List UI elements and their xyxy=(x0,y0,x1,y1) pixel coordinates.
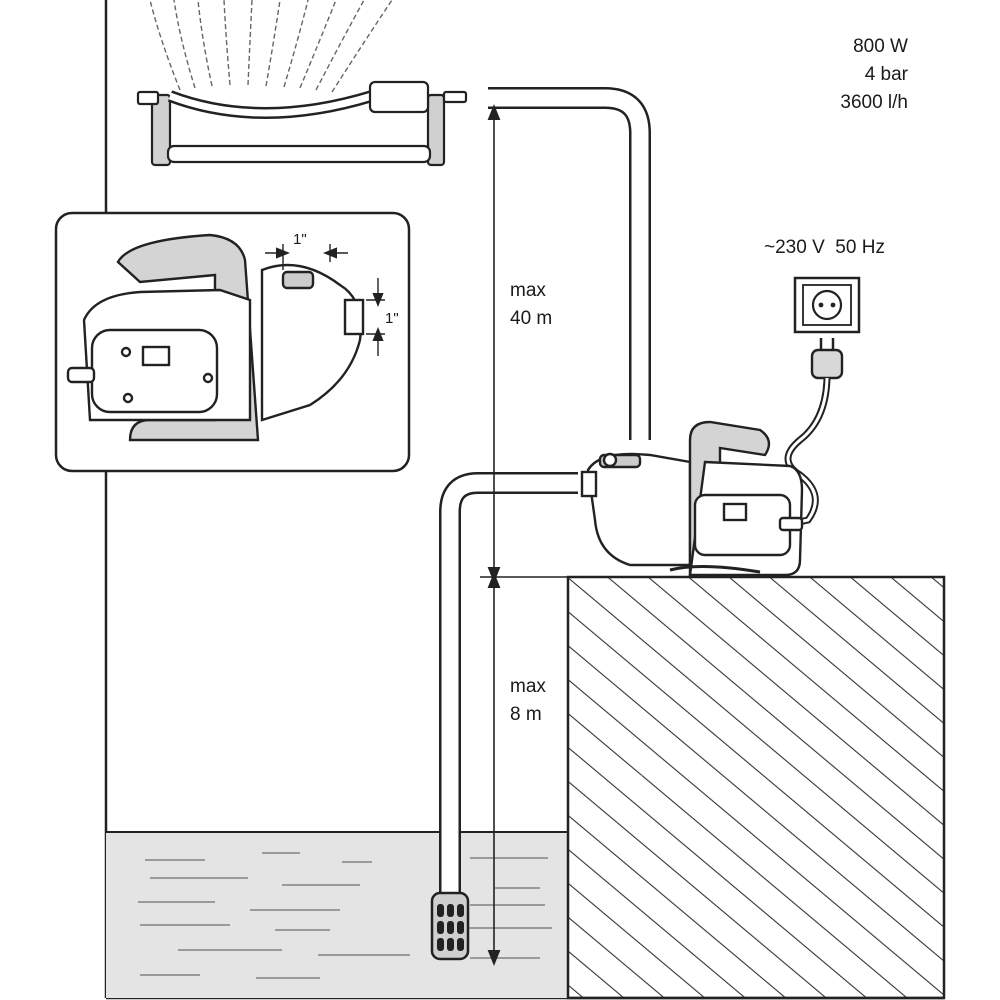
inset-connector-detail xyxy=(54,211,411,473)
delivery-height-label-line2: 40 m xyxy=(510,308,552,329)
flow-rating: 3600 l/h xyxy=(840,92,908,113)
height-dimension-lines xyxy=(480,104,568,966)
foot-valve-strainer xyxy=(430,891,470,961)
power-rating: 800 W xyxy=(853,36,908,57)
inlet-size-label: 1" xyxy=(385,310,399,327)
outlet-size-label: 1" xyxy=(293,231,307,248)
voltage-label: ~230 V 50 Hz xyxy=(764,237,885,258)
delivery-height-label-line1: max xyxy=(510,280,546,301)
pressure-rating: 4 bar xyxy=(865,64,909,85)
water-spray-icon xyxy=(149,0,393,93)
suction-hose xyxy=(439,472,578,895)
suction-depth-label-line2: 8 m xyxy=(510,704,542,725)
power-socket-icon xyxy=(793,276,861,334)
oscillating-sprinkler-icon xyxy=(136,80,468,167)
inset-size-labels: 1" 1" xyxy=(293,231,399,327)
dimension-labels: max 40 m max 8 m xyxy=(510,280,552,725)
power-plug-icon xyxy=(784,338,844,528)
garden-pump-icon xyxy=(580,420,804,577)
suction-depth-label-line1: max xyxy=(510,676,546,697)
spec-labels: 800 W 4 bar 3600 l/h ~230 V 50 Hz xyxy=(764,36,909,258)
ground-block xyxy=(566,575,946,1000)
water-reservoir xyxy=(106,831,568,998)
outlet-hose xyxy=(488,87,651,440)
